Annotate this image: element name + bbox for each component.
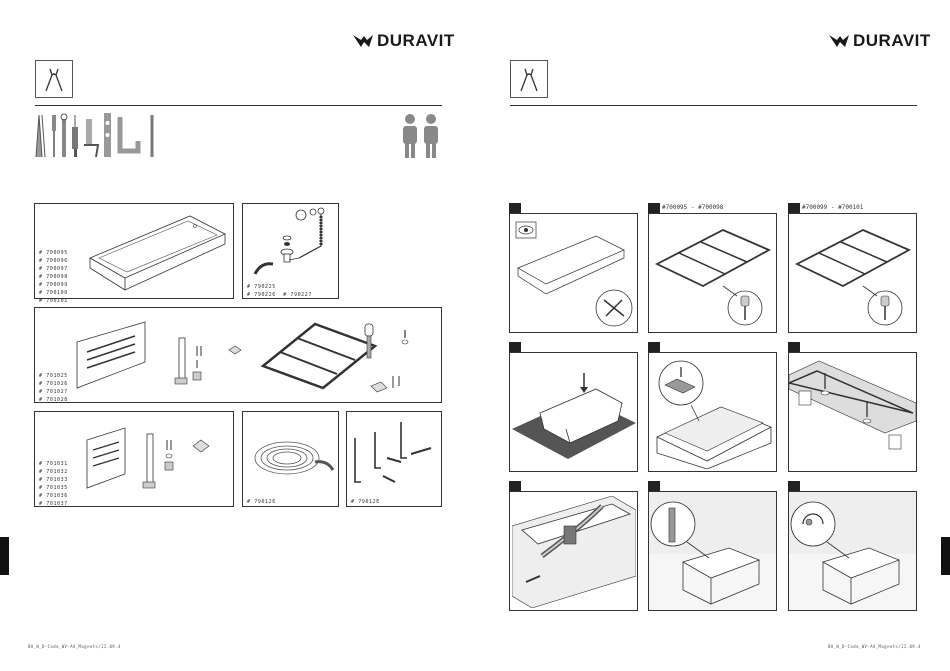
waste-set-codes: # 790225 # 790226 # 790227 (247, 284, 313, 298)
step-1-marker (509, 203, 521, 213)
pipe-icon (120, 117, 138, 151)
pliers-icon (520, 68, 538, 92)
feet-code: # 79012E (351, 499, 380, 505)
pliers-tool-box-right (510, 60, 548, 98)
panel-frame-part-box: # 701025 # 701026 # 701027 # 701028 (34, 307, 442, 403)
page-tab-left (0, 537, 9, 575)
two-persons-icon (400, 113, 442, 159)
brand-name: DURAVIT (853, 31, 931, 50)
step-4-marker (509, 342, 521, 352)
waste-set-drawing (253, 207, 325, 275)
step-6-marker (788, 342, 800, 352)
feet-drawing (354, 422, 432, 483)
spirit-level-icon (104, 113, 111, 157)
step-9-panel (788, 491, 917, 611)
step-3-marker (788, 203, 800, 213)
wrench-icon (61, 114, 67, 157)
step-5-drawing (656, 360, 772, 469)
step-9-marker (788, 481, 800, 491)
panel-frame-codes: # 701025 # 701026 # 701027 # 701028 (39, 373, 68, 403)
feet-part-box: # 79012E (346, 411, 442, 507)
pliers-icon (36, 115, 45, 157)
duravit-logo-mark-icon (829, 35, 849, 47)
step-1-drawing (515, 221, 633, 327)
step-3-panel (788, 213, 917, 333)
step-6-panel (788, 352, 917, 472)
section-rule-right (510, 105, 917, 106)
panel-frame-drawing (76, 321, 409, 393)
step-7-marker (509, 481, 521, 491)
drill-icon (72, 115, 78, 157)
step-9-drawing (789, 492, 916, 610)
footer-right: BA_W_D-Code_WV-AV_Magnets/12.09.4 (828, 644, 921, 649)
step-8-panel (648, 491, 777, 611)
pliers-tool-box (35, 60, 73, 98)
panel-small-codes: # 701031 # 701032 # 701033 # 701035 # 70… (39, 461, 68, 507)
step-5-panel (648, 352, 777, 472)
step-2-panel (648, 213, 777, 333)
step-2-label: #700095 - #700098 (662, 204, 724, 211)
panel-small-part-box: # 701031 # 701032 # 701033 # 701035 # 70… (34, 411, 234, 507)
bathtub-codes: # 700095 # 700096 # 700097 # 700098 # 70… (39, 250, 68, 304)
sealing-tape-part-box: # 790126 (242, 411, 339, 507)
step-6-drawing (789, 360, 916, 450)
step-7-drawing (512, 496, 636, 608)
page-tab-right (941, 537, 950, 575)
footer-left: BA_W_D-Code_WV-AV_Magnets/12.09.4 (28, 644, 121, 649)
bathtub-part-box: # 700095 # 700096 # 700097 # 700098 # 70… (34, 203, 234, 304)
brand-name: DURAVIT (377, 31, 455, 50)
screwdriver-icon (52, 115, 56, 157)
tools-strip (34, 111, 162, 159)
sealing-tape-drawing (254, 441, 335, 475)
pliers-icon (45, 68, 63, 92)
duravit-logo: DURAVIT (352, 31, 455, 51)
step-8-marker (648, 481, 660, 491)
step-4-panel (509, 352, 638, 472)
step-4-drawing (512, 373, 636, 459)
step-3-drawing (794, 229, 912, 326)
step-1-panel (509, 213, 638, 333)
duravit-logo-right: DURAVIT (828, 31, 931, 51)
step-5-marker (648, 342, 660, 352)
silicone-gun-icon (84, 119, 98, 157)
duravit-logo-mark-icon (353, 35, 373, 47)
step-3-label: #700099 - #700101 (802, 204, 864, 211)
waste-set-part-box: # 790225 # 790226 # 790227 (242, 203, 339, 299)
step-2-drawing (654, 229, 772, 326)
bathtub-drawing (89, 215, 226, 291)
section-rule (35, 105, 442, 106)
step-2-marker (648, 203, 660, 213)
step-7-panel (509, 491, 638, 611)
step-8-drawing (649, 492, 776, 610)
panel-small-drawing (86, 427, 210, 489)
sealing-tape-code: # 790126 (247, 499, 276, 505)
